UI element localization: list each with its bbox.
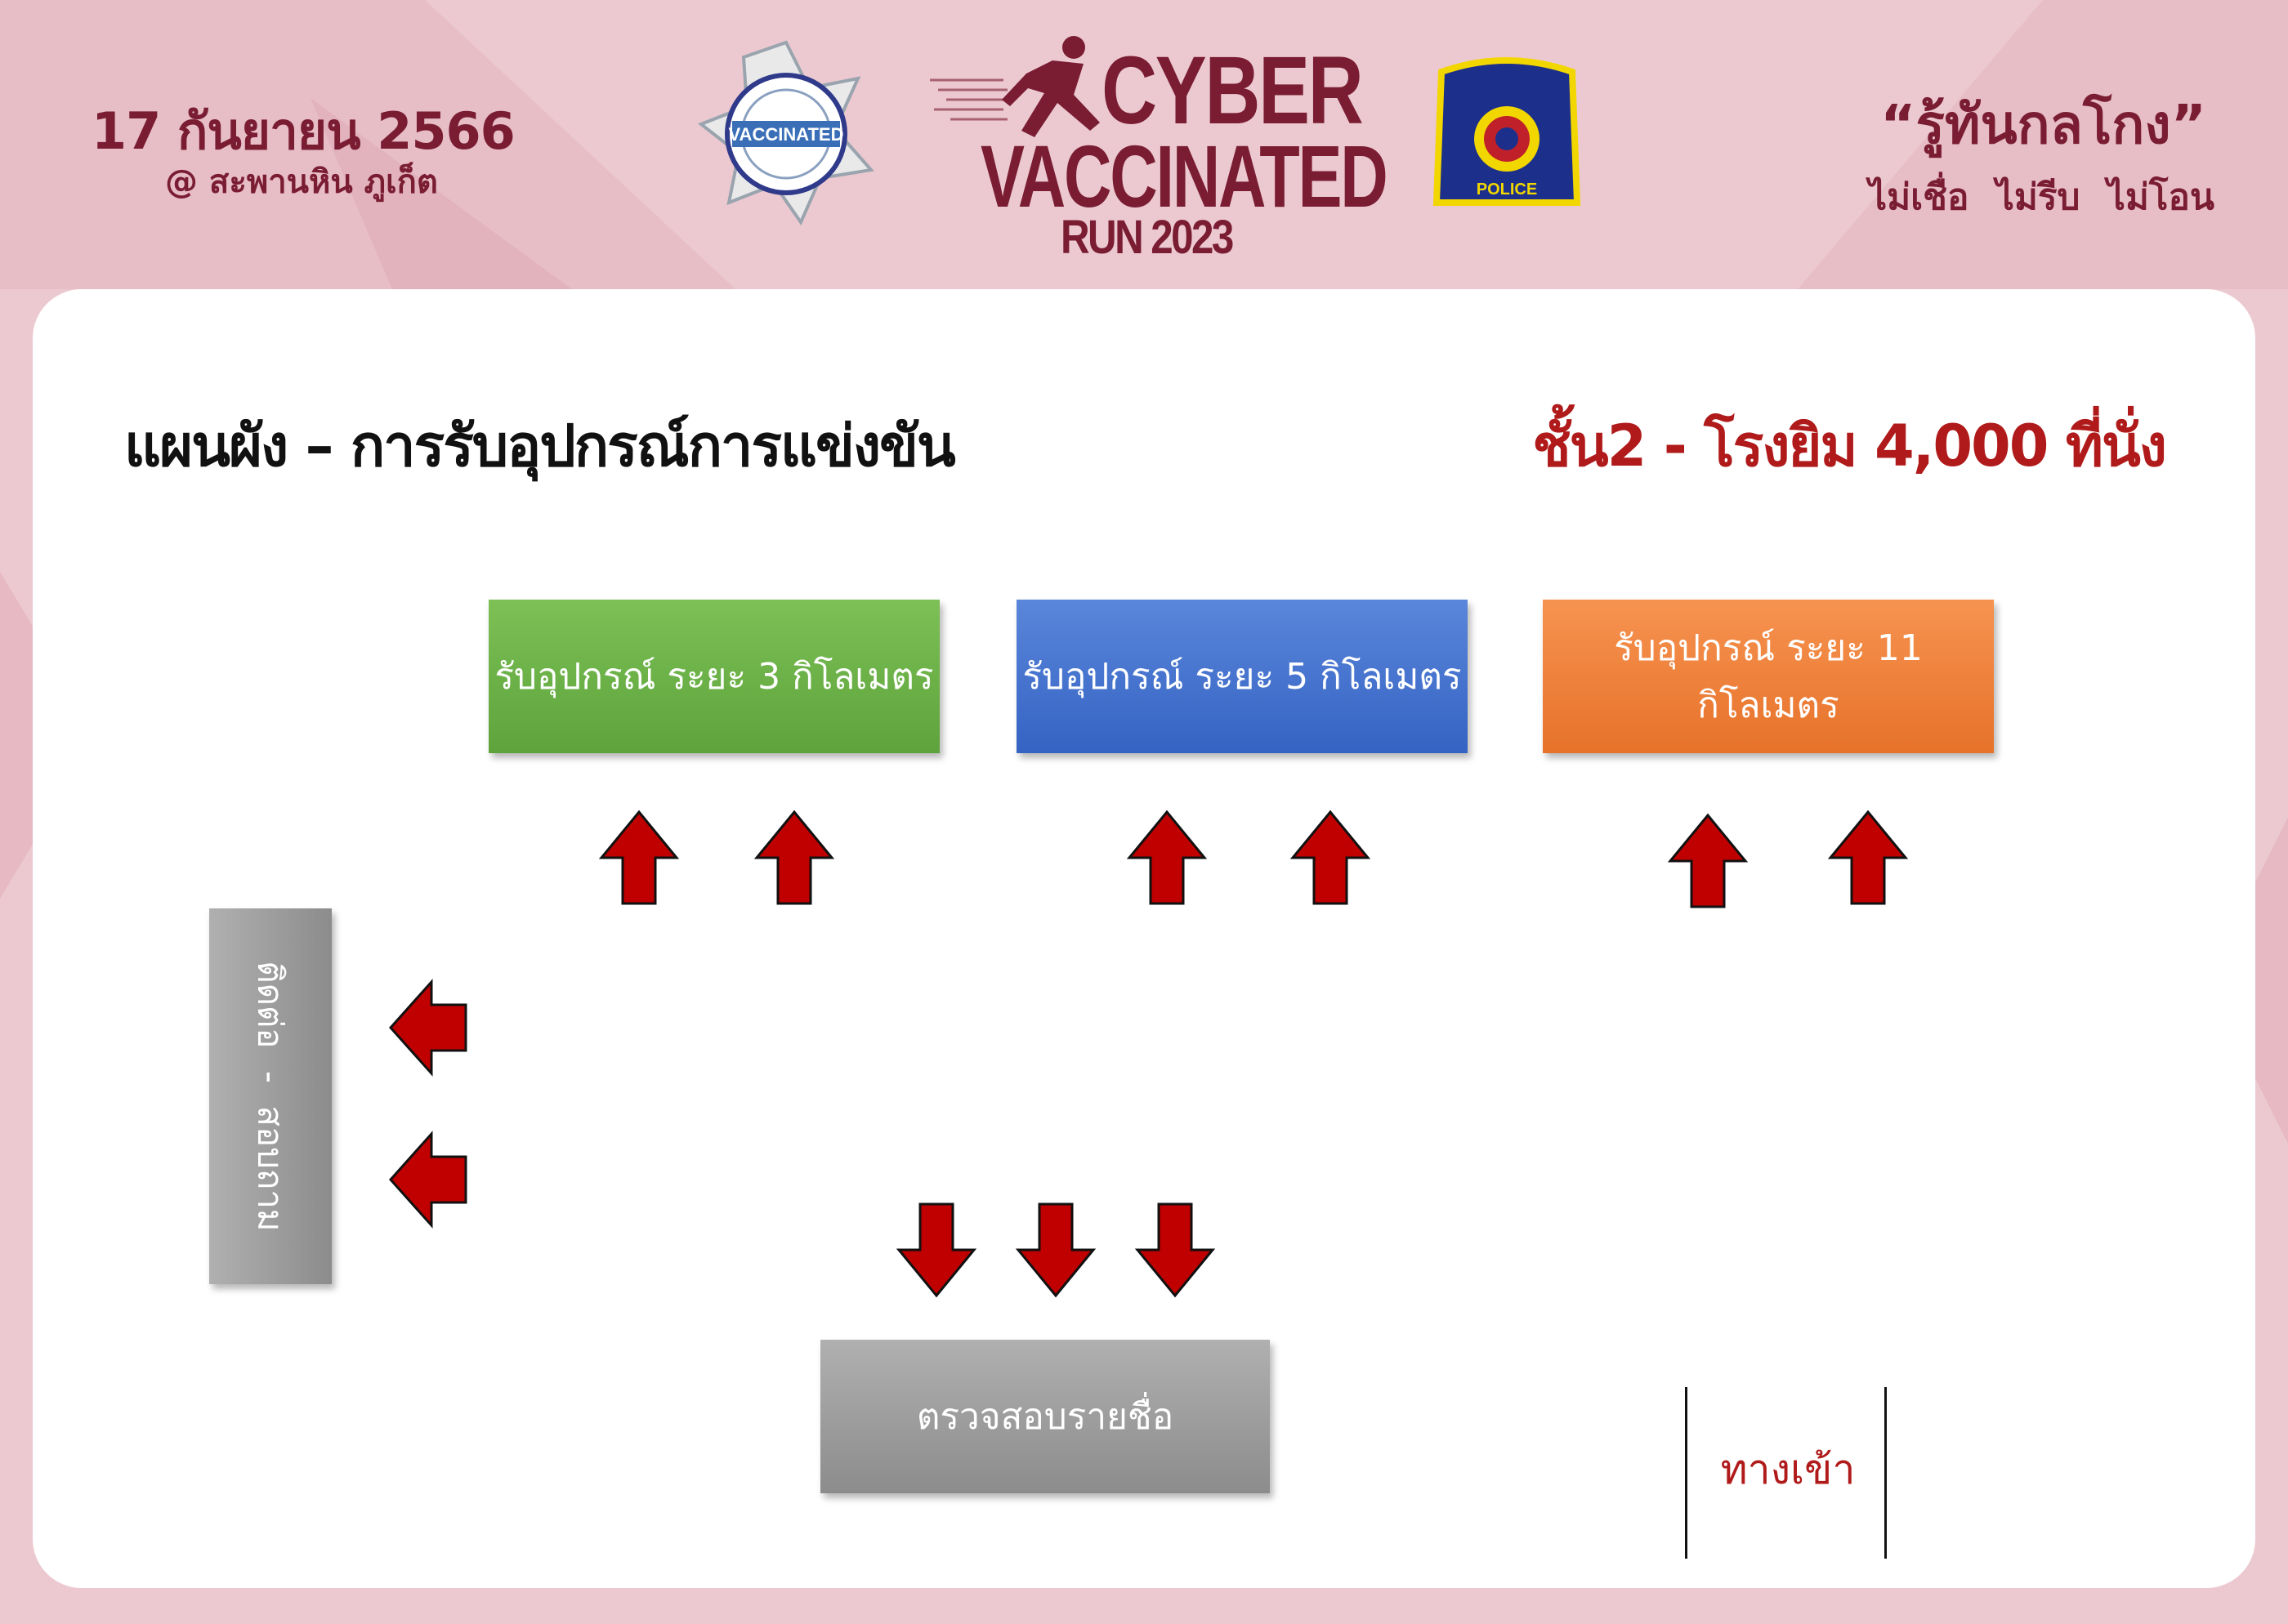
panel-location: ชั้น2 - โรงยิม 4,000 ที่นั่ง bbox=[1532, 413, 2167, 480]
down-arrow-icon bbox=[1015, 1202, 1097, 1298]
entrance-right-wall bbox=[1884, 1387, 1887, 1559]
up-arrow-icon bbox=[1827, 810, 1909, 905]
name-check-station: ตรวจสอบรายชื่อ bbox=[820, 1340, 1270, 1493]
left-arrow-icon bbox=[388, 1131, 467, 1229]
entrance-label: ทางเข้า bbox=[1720, 1446, 1856, 1493]
left-arrow-icon bbox=[388, 979, 467, 1077]
contact-desk: ติดต่อ - สอบถาม bbox=[209, 908, 332, 1284]
tagline: ไม่เชื่อ ไม่รีบ ไม่โอน bbox=[1868, 176, 2214, 218]
down-arrow-icon bbox=[1134, 1202, 1216, 1298]
svg-text:VACCINATED: VACCINATED bbox=[729, 124, 844, 145]
runner-icon bbox=[930, 36, 1100, 137]
police-badge-icon: POLICE bbox=[1432, 57, 1581, 206]
brand-title-run: RUN 2023 bbox=[1061, 211, 1234, 264]
down-arrow-icon bbox=[896, 1202, 977, 1298]
slogan: “รู้ทันกลโกง” bbox=[1880, 93, 2206, 156]
name-check-label: ตรวจสอบรายชื่อ bbox=[916, 1396, 1174, 1438]
pickup-3k-label: รับอุปกรณ์ ระยะ 3 กิโลเมตร bbox=[494, 656, 934, 698]
panel-title: แผนผัง – การรับอุปกรณ์การแข่งขัน bbox=[124, 413, 956, 480]
event-date: 17 กันยายน 2566 bbox=[92, 101, 516, 161]
pickup-3k-station: รับอุปกรณ์ ระยะ 3 กิโลเมตร bbox=[489, 600, 940, 753]
pickup-5k-label: รับอุปกรณ์ ระยะ 5 กิโลเมตร bbox=[1022, 656, 1462, 698]
cyber-vaccinated-badge-icon: VACCINATED bbox=[698, 40, 874, 225]
svg-text:POLICE: POLICE bbox=[1477, 181, 1537, 199]
up-arrow-icon bbox=[598, 810, 680, 905]
pickup-5k-station: รับอุปกรณ์ ระยะ 5 กิโลเมตร bbox=[1017, 600, 1468, 753]
entrance-left-wall bbox=[1685, 1387, 1687, 1559]
pickup-11k-station: รับอุปกรณ์ ระยะ 11 กิโลเมตร bbox=[1543, 600, 1994, 753]
pickup-11k-label: รับอุปกรณ์ ระยะ 11 กิโลเมตร bbox=[1614, 627, 1923, 726]
event-venue: @ สะพานหิน ภูเก็ต bbox=[165, 163, 438, 201]
up-arrow-icon bbox=[753, 810, 835, 905]
up-arrow-icon bbox=[1289, 810, 1371, 905]
up-arrow-icon bbox=[1126, 810, 1208, 905]
contact-desk-label: ติดต่อ - สอบถาม bbox=[251, 961, 292, 1232]
brand-title-vaccinated: VACCINATED bbox=[981, 127, 1388, 225]
up-arrow-icon bbox=[1667, 813, 1749, 908]
brand-title-cyber: CYBER bbox=[1102, 37, 1364, 145]
